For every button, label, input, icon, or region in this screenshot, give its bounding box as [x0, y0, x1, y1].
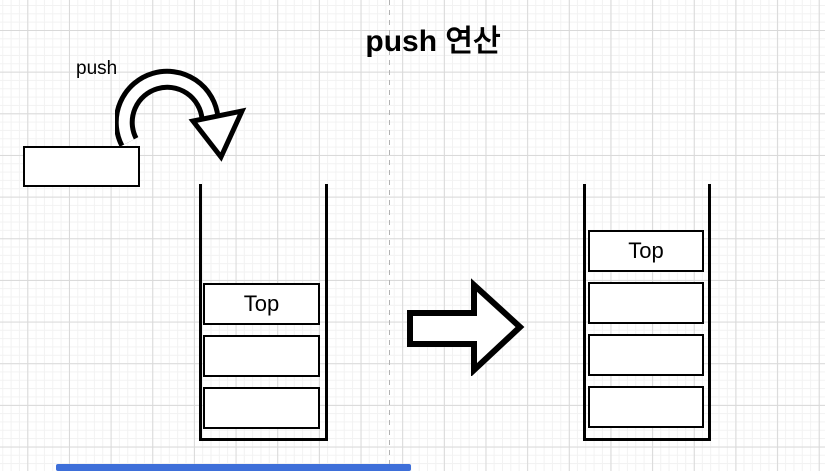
- new-item-box: [23, 146, 140, 187]
- stack-cell-label: Top: [243, 291, 280, 316]
- stack-cell: [203, 335, 320, 377]
- stack-before-push: Top: [199, 184, 328, 441]
- stack-cell: [203, 387, 320, 429]
- stack-cell-top: Top: [203, 283, 320, 325]
- stack-after-push: Top: [583, 184, 711, 441]
- diagram-title: push 연산: [365, 25, 501, 58]
- right-arrow-icon: [407, 278, 525, 376]
- stack-cell-top: Top: [588, 230, 704, 272]
- horizontal-scrollbar-thumb[interactable]: [56, 464, 411, 471]
- curved-push-arrow-icon: [115, 68, 247, 162]
- page-divider-dashed-line: [389, 0, 390, 471]
- push-operation-label: push: [76, 58, 118, 79]
- stack-cell-label: Top: [628, 238, 664, 263]
- stack-cell: [588, 334, 704, 376]
- stack-cell: [588, 386, 704, 428]
- stack-cell: [588, 282, 704, 324]
